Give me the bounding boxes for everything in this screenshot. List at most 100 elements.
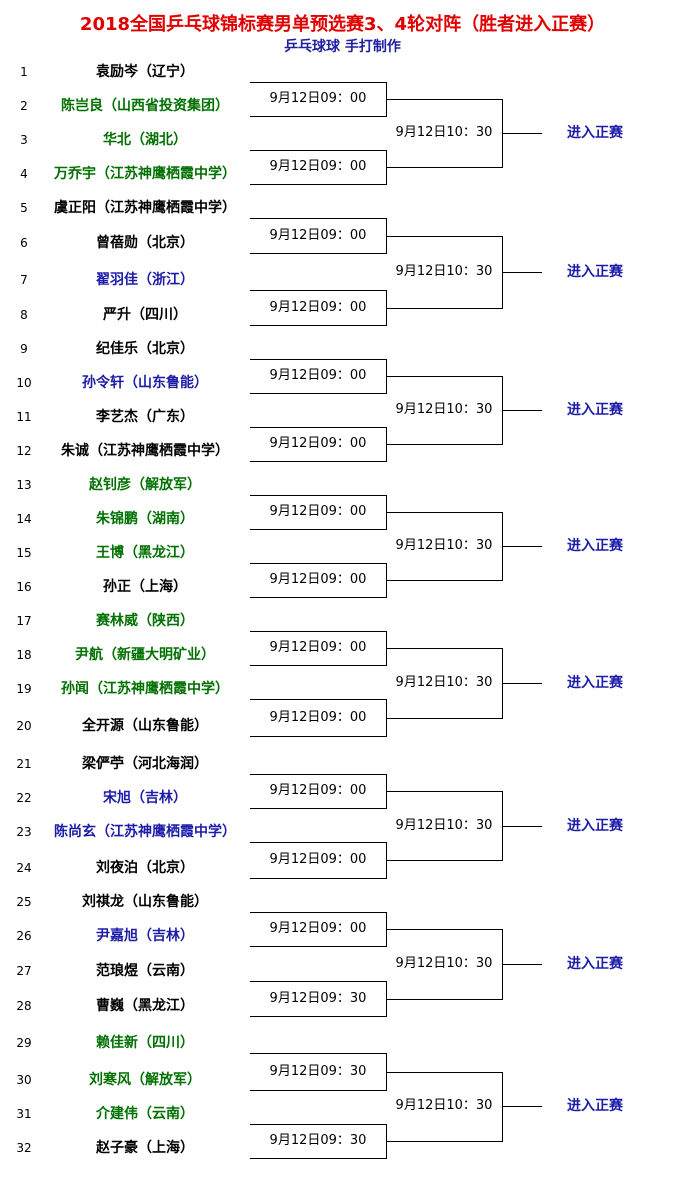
round2-match-time: 9月12日10：30: [395, 1098, 493, 1114]
player-name: 刘祺龙（山东鲁能）: [82, 894, 208, 910]
bracket-line: [250, 325, 386, 326]
seed-number: 15: [16, 546, 32, 560]
page-subtitle: 乒乓球球 手打制作: [284, 39, 401, 55]
round1-match-time: 9月12日09：00: [269, 640, 367, 655]
bracket-line: [502, 133, 542, 134]
bracket-line: [386, 860, 502, 861]
advance-label: 进入正赛: [567, 538, 623, 554]
player-name: 李艺杰（广东）: [96, 409, 194, 425]
player-name: 全开源（山东鲁能）: [82, 718, 208, 734]
seed-number: 9: [20, 342, 28, 356]
bracket-line: [386, 580, 502, 581]
player-name: 孙令轩（山东鲁能）: [82, 375, 208, 391]
bracket-line: [250, 393, 386, 394]
seed-number: 25: [16, 895, 32, 909]
seed-number: 28: [16, 999, 32, 1013]
player-name: 万乔宇（江苏神鹰栖霞中学）: [54, 166, 236, 182]
bracket-line: [250, 1124, 386, 1125]
advance-label: 进入正赛: [567, 955, 623, 972]
bracket-line: [250, 736, 386, 737]
seed-number: 22: [16, 791, 32, 805]
bracket-line: [250, 1090, 386, 1091]
seed-number: 2: [20, 99, 28, 113]
round1-match-time: 9月12日09：30: [269, 1063, 367, 1079]
bracket-line: [250, 150, 386, 151]
seed-number: 19: [16, 682, 32, 696]
round1-match-time: 9月12日09：00: [269, 852, 367, 867]
player-name: 赛林威（陕西）: [96, 613, 194, 629]
player-name: 华北（湖北）: [103, 132, 187, 148]
bracket-line: [386, 167, 502, 168]
player-name: 纪佳乐（北京）: [96, 341, 194, 357]
bracket-line: [502, 546, 542, 547]
seed-number: 32: [16, 1141, 32, 1155]
seed-number: 21: [16, 757, 32, 771]
seed-number: 13: [16, 478, 32, 492]
player-name: 范琅煜（云南）: [96, 963, 194, 979]
player-name: 尹嘉旭（吉林）: [96, 928, 194, 944]
bracket-line: [386, 648, 502, 649]
player-name: 虞正阳（江苏神鹰栖霞中学）: [54, 200, 236, 216]
round1-match-time: 9月12日09：30: [269, 990, 367, 1006]
advance-label: 进入正赛: [567, 125, 623, 141]
seed-number: 8: [20, 308, 28, 322]
bracket-line: [250, 1053, 386, 1054]
advance-label: 进入正赛: [567, 263, 623, 280]
player-name: 孙闻（江苏神鹰栖霞中学）: [61, 681, 229, 697]
round1-match-time: 9月12日09：00: [269, 504, 367, 519]
player-name: 孙正（上海）: [103, 579, 187, 595]
round1-match-time: 9月12日09：00: [269, 921, 367, 936]
bracket-line: [502, 963, 542, 965]
bracket-line: [250, 912, 386, 913]
bracket-line: [250, 808, 386, 809]
player-name: 严升（四川）: [103, 307, 187, 323]
bracket-line: [250, 597, 386, 598]
bracket-line: [250, 1158, 386, 1159]
seed-number: 1: [20, 65, 28, 79]
seed-number: 3: [20, 133, 28, 147]
seed-number: 26: [16, 929, 32, 943]
round1-match-time: 9月12日09：00: [269, 227, 367, 243]
bracket-line: [386, 1071, 502, 1073]
bracket-line: [386, 791, 502, 792]
advance-label: 进入正赛: [567, 1098, 623, 1115]
round1-match-time: 9月12日09：00: [269, 572, 367, 587]
advance-label: 进入正赛: [567, 817, 623, 834]
bracket-line: [502, 271, 542, 273]
round1-match-time: 9月12日09：00: [269, 91, 367, 106]
bracket-line: [250, 359, 386, 360]
player-name: 刘寒风（解放军）: [89, 1072, 201, 1088]
bracket-line: [250, 427, 386, 428]
round1-match-time: 9月12日09：00: [269, 436, 367, 451]
bracket-line: [250, 842, 386, 843]
bracket-line: [386, 717, 502, 719]
bracket-line: [250, 631, 386, 632]
round2-match-time: 9月12日10：30: [395, 955, 493, 971]
round2-match-time: 9月12日10：30: [395, 817, 493, 833]
player-name: 梁俨苧（河北海润）: [82, 756, 208, 772]
bracket-line: [250, 253, 386, 254]
seed-number: 29: [16, 1036, 32, 1050]
seed-number: 30: [16, 1073, 32, 1087]
bracket-line: [250, 82, 386, 83]
bracket-line: [386, 99, 502, 100]
round1-match-time: 9月12日09：00: [269, 783, 367, 798]
round2-match-time: 9月12日10：30: [395, 538, 493, 553]
round1-match-time: 9月12日09：00: [269, 159, 367, 174]
seed-number: 23: [16, 825, 32, 839]
bracket-line: [250, 665, 386, 666]
bracket-line: [250, 116, 386, 117]
seed-number: 14: [16, 512, 32, 526]
bracket-line: [250, 529, 386, 530]
bracket-line: [250, 946, 386, 947]
player-name: 曾蓓勋（北京）: [96, 235, 194, 251]
player-name: 赖佳新（四川）: [96, 1035, 194, 1051]
seed-number: 16: [16, 580, 32, 594]
bracket-line: [502, 1106, 542, 1108]
round1-match-time: 9月12日09：00: [269, 709, 367, 725]
player-name: 翟羽佳（浙江）: [96, 272, 194, 288]
bracket-line: [386, 929, 502, 930]
bracket-line: [386, 1141, 502, 1142]
bracket-line: [250, 218, 386, 219]
round2-match-time: 9月12日10：30: [395, 402, 493, 417]
